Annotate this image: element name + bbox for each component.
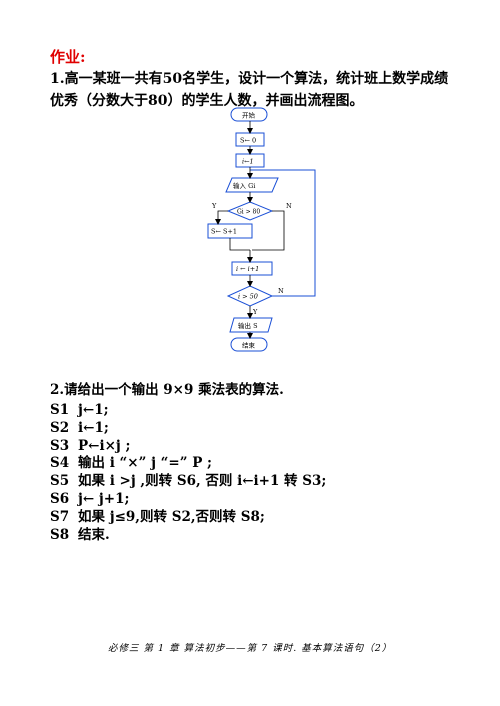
flow-cond2-label: i > 50	[238, 293, 258, 301]
homework-heading: 作业:	[50, 48, 86, 66]
flow-output-label: 输出 S	[238, 321, 258, 330]
question-1-text: 1.高一某班一共有50名学生，设计一个算法，统计班上数学成绩优秀（分数大于80）…	[50, 71, 449, 109]
flow-yes2-label: Y	[252, 308, 258, 316]
flow-no1-label: N	[286, 202, 292, 210]
flow-output-node	[229, 317, 273, 333]
flow-yes1-label: Y	[211, 202, 217, 210]
flow-update-s-label: S← S+1	[211, 228, 237, 236]
flow-no2-label: N	[278, 287, 284, 295]
flowchart: 开始 S← 0 i←1 输入 Gi Gi > 80 Y N S← S+1 i ←…	[207, 107, 316, 352]
flow-end-label: 结束	[242, 341, 256, 350]
flow-cond1-label: Gi > 80	[237, 209, 260, 216]
flow-start-label: 开始	[242, 111, 256, 120]
page-footer: 必修三 第 1 章 算法初步——第 7 课时. 基本算法语句（2）	[108, 643, 393, 654]
flow-decision-1	[226, 201, 274, 221]
question-2-text: 2.请给出一个输出 9×9 乘法表的算法.	[50, 382, 284, 398]
flow-update-i-label: i ← i+1	[236, 265, 259, 273]
flow-start-node	[230, 107, 268, 122]
flow-init-i-label: i←1	[242, 158, 254, 166]
flow-input-node	[225, 177, 279, 193]
flow-init-s-label: S← 0	[240, 137, 256, 145]
flow-input-label: 输入 Gi	[233, 181, 255, 190]
